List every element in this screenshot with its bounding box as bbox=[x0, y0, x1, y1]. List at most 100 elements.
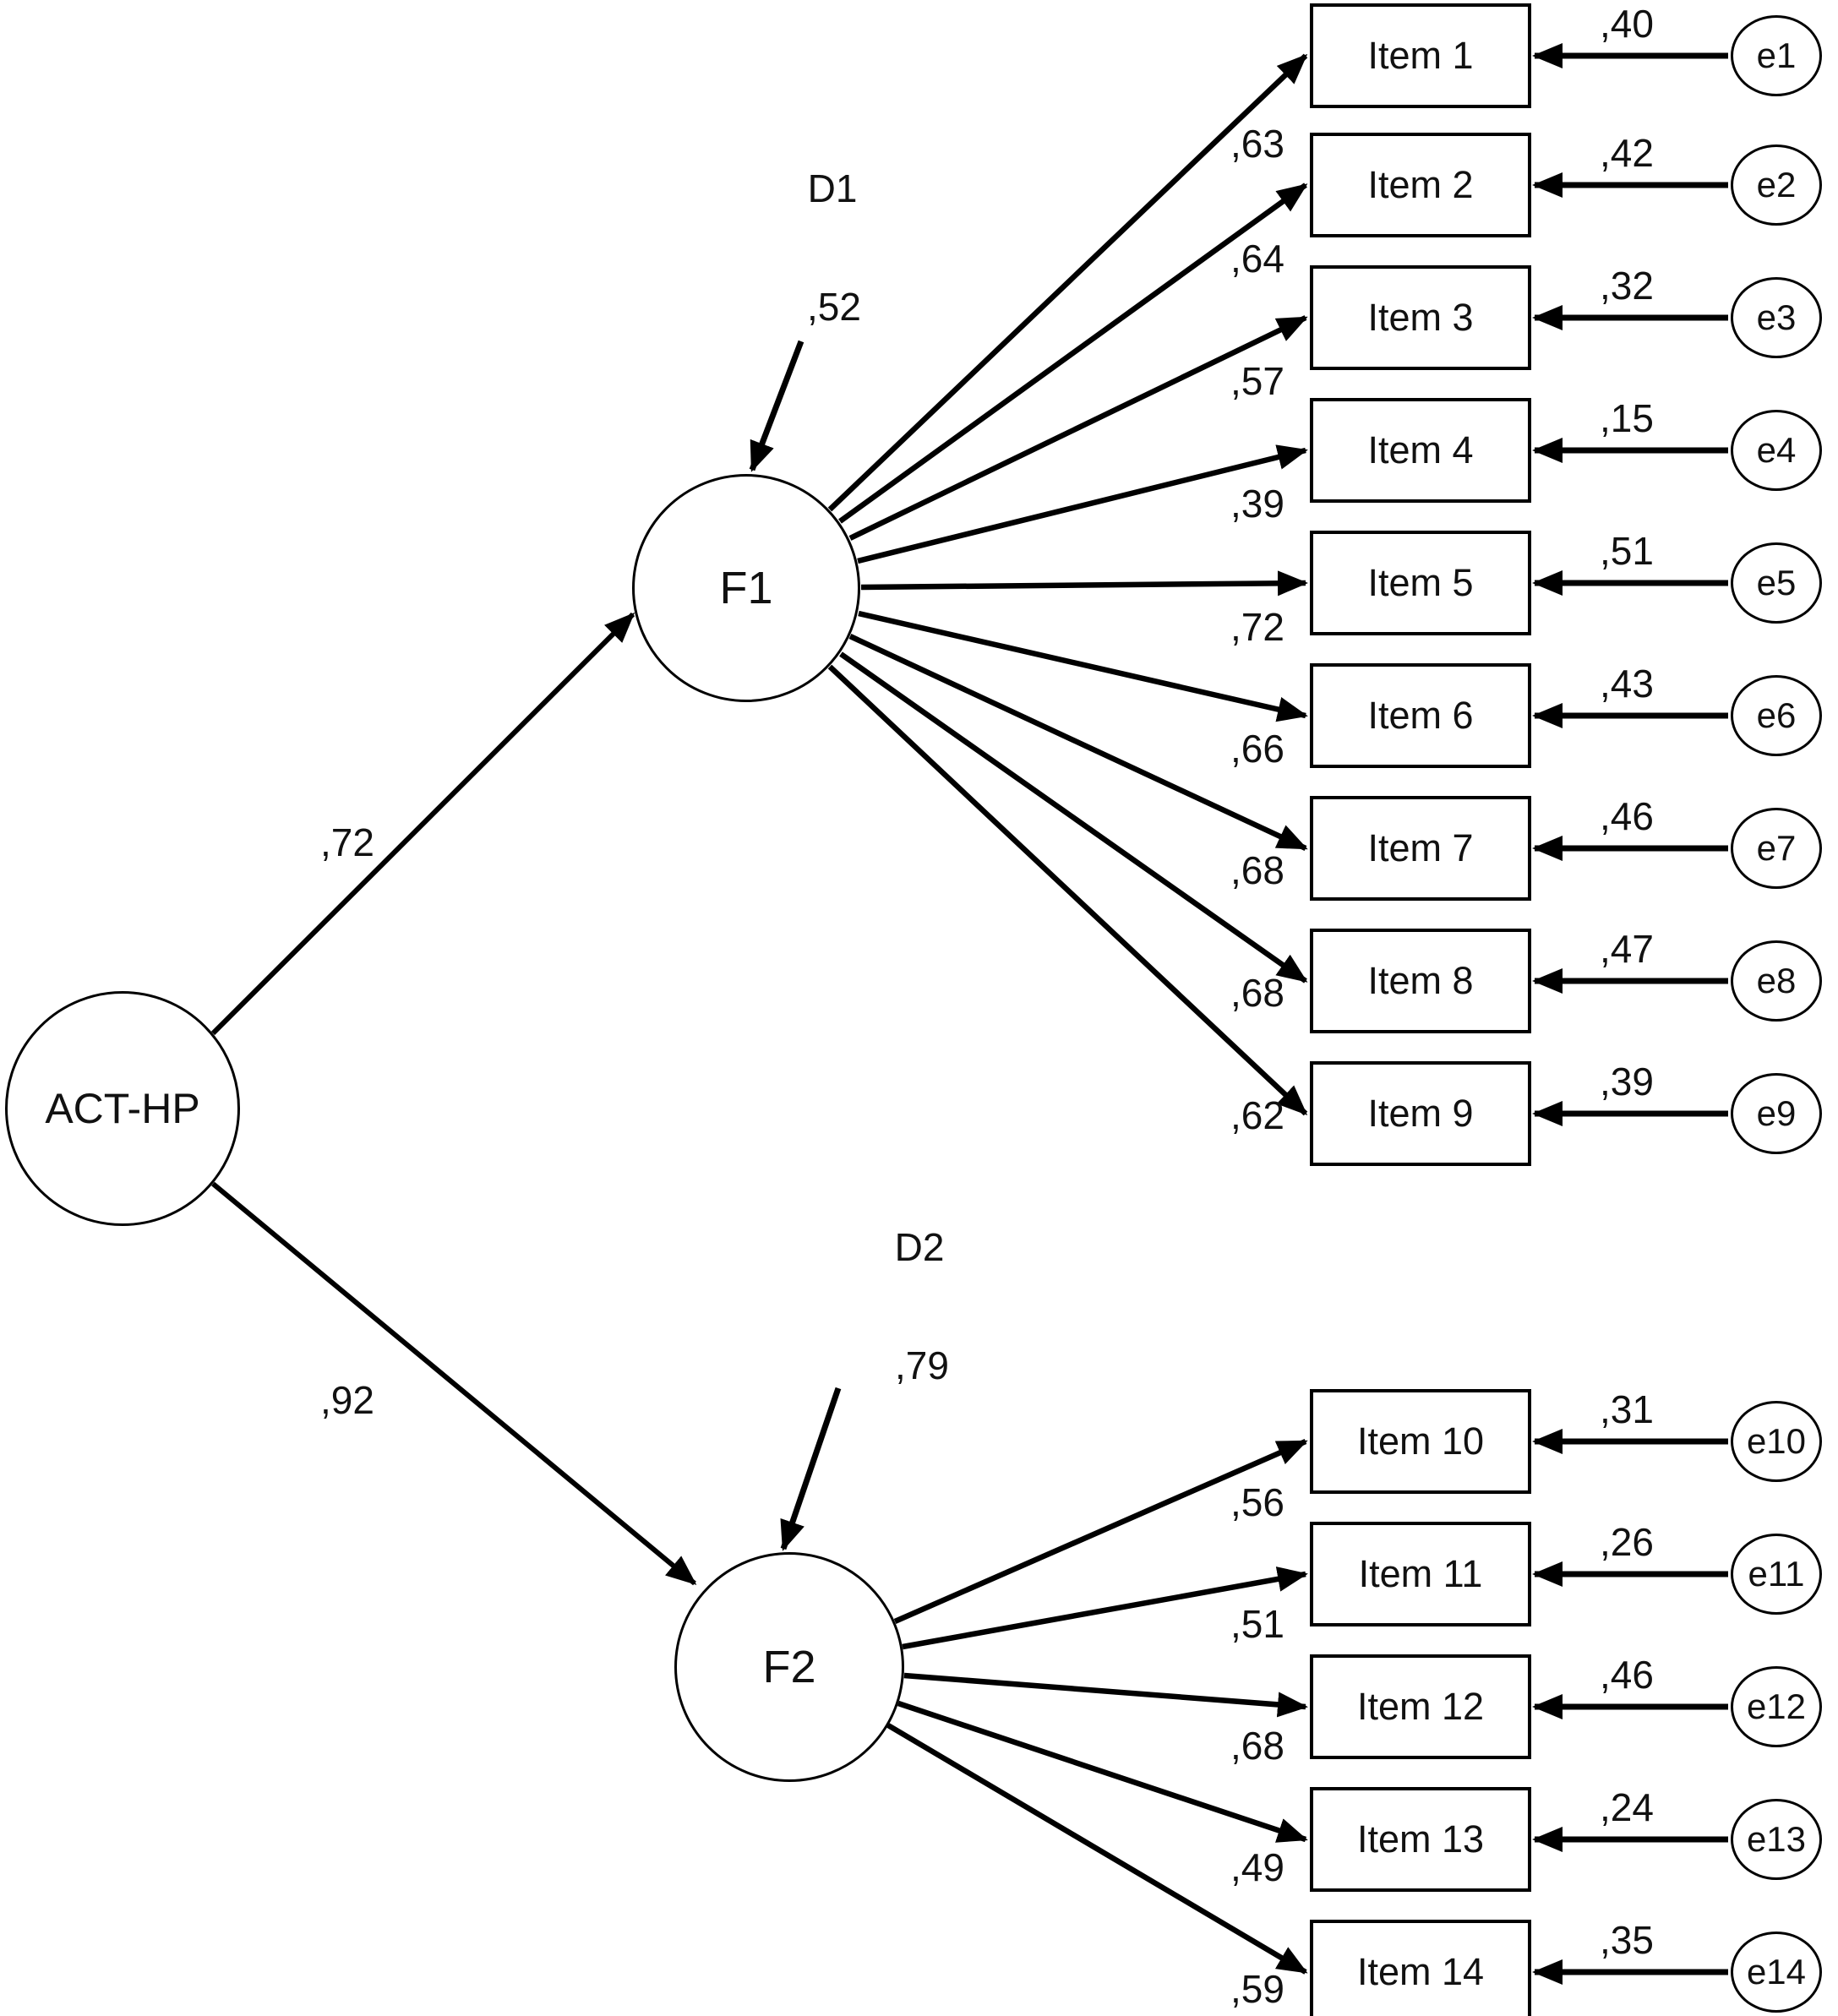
error-label: e4 bbox=[1756, 430, 1797, 470]
disturbance-d1-label: D1 bbox=[807, 166, 858, 210]
error-label: e14 bbox=[1746, 1952, 1807, 1991]
weight-acthp-f1: ,72 bbox=[320, 820, 374, 864]
error-label: e2 bbox=[1756, 165, 1797, 204]
error-label: e7 bbox=[1756, 828, 1797, 868]
factor-f2-node: F2 bbox=[674, 1552, 904, 1782]
item-box: Item 2 bbox=[1310, 133, 1531, 237]
loading-label: ,59 bbox=[1230, 1967, 1284, 2011]
path-f1-item1 bbox=[827, 53, 1308, 512]
loading-label: ,64 bbox=[1230, 237, 1284, 281]
error-node: e13 bbox=[1731, 1799, 1822, 1880]
error-label: e13 bbox=[1746, 1819, 1807, 1859]
r2-label: ,43 bbox=[1600, 662, 1654, 706]
error-node: e1 bbox=[1731, 15, 1822, 96]
loading-label: ,68 bbox=[1230, 1724, 1284, 1768]
item-box: Item 5 bbox=[1310, 531, 1531, 635]
item-box: Item 4 bbox=[1310, 398, 1531, 503]
factor-f1-node: F1 bbox=[632, 474, 860, 702]
f1-label: F1 bbox=[719, 563, 773, 613]
item-box: Item 13 bbox=[1310, 1787, 1531, 1892]
item-box: Item 6 bbox=[1310, 663, 1531, 768]
f1-r2-label: ,52 bbox=[807, 285, 861, 329]
error-node: e14 bbox=[1731, 1932, 1822, 2013]
item-box: Item 3 bbox=[1310, 265, 1531, 370]
path-f2-item14 bbox=[886, 1723, 1308, 1975]
error-label: e10 bbox=[1746, 1421, 1807, 1461]
loading-label: ,72 bbox=[1230, 605, 1284, 649]
item-label: Item 8 bbox=[1367, 959, 1474, 1002]
error-node: e10 bbox=[1731, 1401, 1822, 1482]
error-label: e11 bbox=[1748, 1554, 1805, 1594]
path-d2-f2 bbox=[780, 1387, 842, 1551]
path-f1-item6 bbox=[858, 610, 1308, 722]
loading-label: ,66 bbox=[1230, 727, 1284, 771]
acthp-node: ACT-HP bbox=[5, 991, 240, 1226]
item-label: Item 14 bbox=[1356, 1950, 1485, 1993]
item-label: Item 7 bbox=[1367, 826, 1474, 869]
item-label: Item 10 bbox=[1356, 1419, 1485, 1463]
r2-label: ,42 bbox=[1600, 131, 1654, 175]
path-f1-item4 bbox=[857, 444, 1308, 564]
error-label: e5 bbox=[1756, 563, 1797, 602]
error-node: e3 bbox=[1731, 277, 1822, 358]
error-node: e8 bbox=[1731, 940, 1822, 1022]
loading-label: ,63 bbox=[1230, 122, 1284, 166]
path-f1-item9 bbox=[827, 664, 1308, 1116]
item-box: Item 9 bbox=[1310, 1061, 1531, 1166]
disturbance-d2-label: D2 bbox=[894, 1225, 945, 1269]
item-box: Item 7 bbox=[1310, 796, 1531, 901]
r2-label: ,46 bbox=[1600, 794, 1654, 838]
item-label: Item 2 bbox=[1367, 163, 1474, 206]
error-node: e2 bbox=[1731, 144, 1822, 226]
item-label: Item 5 bbox=[1367, 561, 1474, 604]
error-label: e1 bbox=[1756, 35, 1797, 75]
acthp-label: ACT-HP bbox=[45, 1085, 200, 1132]
error-label: e9 bbox=[1756, 1093, 1797, 1133]
loading-label: ,57 bbox=[1230, 359, 1284, 403]
error-label: e3 bbox=[1756, 297, 1797, 337]
loading-label: ,62 bbox=[1230, 1093, 1284, 1137]
item-box: Item 12 bbox=[1310, 1654, 1531, 1759]
error-node: e4 bbox=[1731, 410, 1822, 491]
item-box: Item 1 bbox=[1310, 3, 1531, 108]
r2-label: ,24 bbox=[1600, 1785, 1654, 1829]
path-f2-item13 bbox=[897, 1700, 1308, 1843]
error-node: e6 bbox=[1731, 675, 1822, 756]
path-f1-item8 bbox=[839, 651, 1308, 983]
item-label: Item 12 bbox=[1356, 1685, 1485, 1728]
r2-label: ,39 bbox=[1600, 1060, 1654, 1103]
path-f1-item7 bbox=[848, 634, 1308, 851]
path-acthp-f2 bbox=[211, 1181, 697, 1586]
r2-label: ,47 bbox=[1600, 927, 1654, 971]
path-f1-item2 bbox=[838, 183, 1308, 524]
r2-label: ,35 bbox=[1600, 1918, 1654, 1962]
error-label: e8 bbox=[1756, 961, 1797, 1000]
loading-label: ,68 bbox=[1230, 971, 1284, 1015]
item-label: Item 1 bbox=[1367, 34, 1474, 77]
item-label: Item 3 bbox=[1367, 296, 1474, 339]
item-label: Item 11 bbox=[1358, 1552, 1483, 1595]
item-box: Item 8 bbox=[1310, 929, 1531, 1033]
item-label: Item 9 bbox=[1367, 1092, 1474, 1135]
path-f2-item11 bbox=[902, 1566, 1308, 1650]
error-label: e12 bbox=[1746, 1686, 1807, 1726]
r2-label: ,15 bbox=[1600, 396, 1654, 440]
path-f2-item12 bbox=[903, 1672, 1308, 1718]
item-label: Item 13 bbox=[1356, 1817, 1485, 1861]
r2-label: ,51 bbox=[1600, 529, 1654, 573]
r2-label: ,46 bbox=[1600, 1653, 1654, 1697]
error-node: e5 bbox=[1731, 542, 1822, 624]
item-box: Item 10 bbox=[1310, 1389, 1531, 1494]
r2-label: ,32 bbox=[1600, 264, 1654, 308]
loading-label: ,39 bbox=[1230, 482, 1284, 526]
loading-label: ,49 bbox=[1230, 1845, 1284, 1889]
path-d1-f1 bbox=[749, 340, 804, 472]
path-f1-item5 bbox=[860, 570, 1308, 597]
r2-label: ,31 bbox=[1600, 1387, 1654, 1431]
r2-label: ,26 bbox=[1600, 1520, 1654, 1564]
item-label: Item 4 bbox=[1367, 428, 1474, 471]
path-f1-item3 bbox=[848, 315, 1308, 541]
path-f2-item10 bbox=[893, 1439, 1308, 1624]
